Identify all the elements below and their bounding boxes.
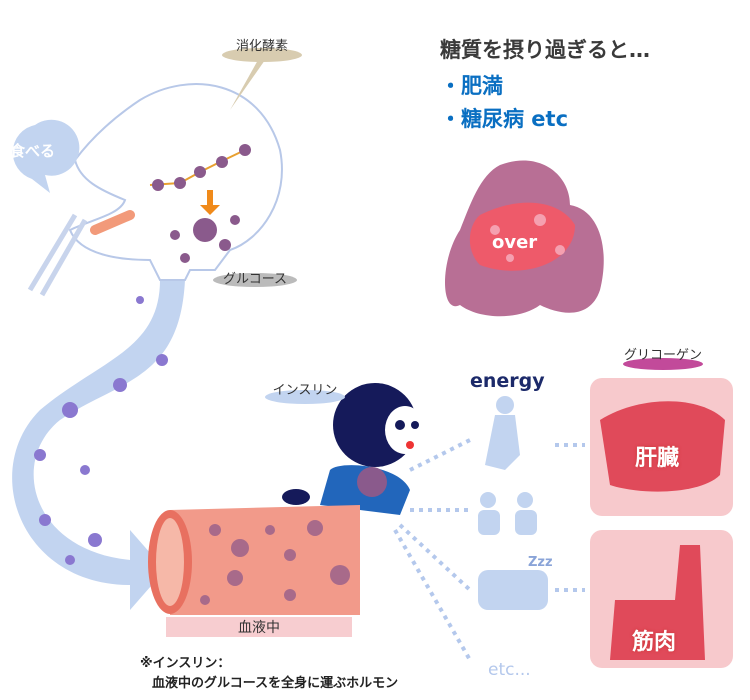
glycogen-label: グリコーゲン — [623, 347, 702, 363]
muscle-shape — [610, 545, 705, 660]
eat-label: 食べる — [10, 142, 56, 160]
liver-shape — [600, 401, 725, 492]
glucose-label: グルコース — [222, 271, 288, 287]
arrow-dots — [34, 296, 168, 565]
energy-label: energy — [470, 370, 545, 392]
blood-label: 血液中 — [238, 620, 280, 636]
enzyme-label: 消化酵素 — [235, 38, 288, 54]
flow-arrow — [12, 280, 185, 610]
head-outline — [68, 83, 283, 281]
liver-label: 肝臓 — [635, 446, 680, 471]
header-title: 糖質を摂り過ぎると… — [440, 38, 650, 62]
note-title: ※インスリン： — [140, 656, 231, 671]
risk-item-diabetes: ・糖尿病 etc — [440, 107, 569, 131]
note-body: 血液中のグルコースを全身に運ぶホルモン — [152, 676, 399, 691]
etc-label: etc... — [488, 660, 531, 680]
zzz-label: Zzz — [528, 555, 553, 570]
eat-bubble — [12, 119, 80, 193]
over-label: over — [492, 232, 538, 253]
muscle-label: 筋肉 — [632, 630, 677, 655]
blood-vessel — [170, 505, 360, 615]
risk-item-obesity: ・肥満 — [440, 74, 503, 98]
insulin-label: インスリン — [272, 382, 338, 398]
